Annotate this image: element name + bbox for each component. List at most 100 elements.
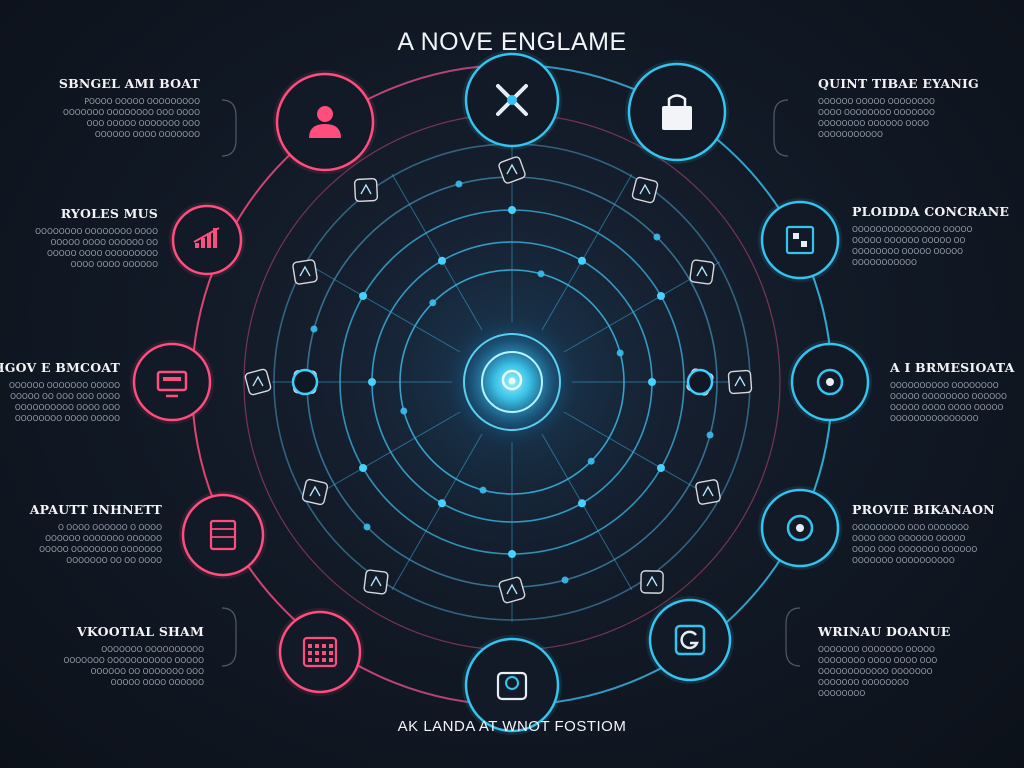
inner-badge-icon bbox=[353, 177, 379, 203]
node-user bbox=[273, 70, 377, 174]
label-text-line: OOOOO OO OOO OOO OOOO bbox=[10, 392, 120, 401]
connection-dot bbox=[508, 550, 516, 558]
connection-dot bbox=[653, 233, 661, 241]
label-heading: SBNGEL AMI BOAT bbox=[58, 76, 200, 91]
spoke bbox=[303, 261, 461, 353]
inner-badge-icon bbox=[640, 570, 664, 594]
connection-dot bbox=[429, 299, 437, 307]
label-text-line: OOOOOOOOOO OOOOOOOO bbox=[890, 381, 999, 390]
right-label-block: WRINAU DOANUE OOOOOOO OOOOOOO OOOOO OOOOOO… bbox=[818, 624, 1008, 699]
label-text-line: OOOOO OOOOOOOO OOOOOO bbox=[890, 392, 1007, 401]
label-text-line: OOOOOO OO OOOOOOO OOO bbox=[90, 667, 204, 676]
label-heading: APAUTT INHNETT bbox=[29, 502, 162, 517]
connection-dots bbox=[310, 180, 714, 584]
label-heading: VKOOTIAL SHAM bbox=[77, 624, 204, 639]
label-text-line: OOOOOOOOOOOO OOOOOOO bbox=[818, 667, 933, 676]
connection-dot bbox=[587, 457, 595, 465]
connection-dot bbox=[479, 486, 487, 494]
left-label-block: VKOOTIAL SHAM OOOOOOO OOOOOOOOOO OOOOOOO O… bbox=[14, 624, 204, 688]
core-inner-ring bbox=[481, 351, 543, 413]
inner-badge-icon bbox=[292, 259, 318, 285]
core-pupil bbox=[508, 377, 516, 385]
label-heading: PLOIDDA CONCRANE bbox=[852, 204, 1010, 219]
label-text-line: OOOOOOOO OOOOO OOOOO bbox=[852, 247, 964, 256]
connection-dot bbox=[438, 499, 446, 508]
dashboard-icon bbox=[785, 225, 815, 255]
label-text-line: OOOOOOOOO OOO OOOOOOO bbox=[852, 523, 969, 532]
node-bar-chart bbox=[169, 202, 245, 278]
label-text-line: OOOOOOO OOOOOOOOOO bbox=[852, 556, 955, 565]
label-text-line: OOOOO OOOO OOOOOO bbox=[110, 678, 204, 687]
label-text-line: OOOO OOOOOOOO OOOOOOO bbox=[818, 108, 935, 117]
node-dashboard bbox=[758, 198, 842, 282]
gear-puzzle-icon bbox=[816, 368, 844, 396]
label-heading: PROVIE BIKANAON bbox=[852, 502, 995, 517]
label-heading: QUINT TIBAE EYANIG bbox=[818, 76, 979, 91]
bar-chart-icon bbox=[193, 227, 220, 248]
connection-dot bbox=[578, 256, 586, 265]
label-text-line: OOOOOO OOOOO OOOOOOOO bbox=[818, 97, 935, 106]
robot-icon bbox=[496, 671, 528, 701]
connection-dot bbox=[537, 270, 545, 278]
shopping-bag-icon bbox=[662, 94, 692, 130]
node-tools bbox=[462, 50, 562, 150]
node-gear-puzzle bbox=[788, 340, 872, 424]
settings-flower-icon bbox=[786, 514, 814, 542]
inner-badge-icon bbox=[498, 156, 526, 184]
connection-dot bbox=[616, 349, 624, 357]
right-label-block: PLOIDDA CONCRANE OOOOOOOOOOOOOOO OOOOO OOO… bbox=[852, 204, 1024, 268]
label-text-line: OOOOOO OOOOOOO OOOOO bbox=[8, 381, 120, 390]
inner-badge-icon bbox=[498, 576, 526, 604]
inner-badge-icon bbox=[363, 569, 389, 595]
label-text-line: OOOOOOOOOOOOOOO OOOOO bbox=[852, 225, 973, 234]
left-label-block: SBNGEL AMI BOAT POOOO OOOOO OOOOOOOOO OOOO… bbox=[10, 76, 200, 140]
label-text-line: OOOOOOOOOOOOOOO bbox=[890, 414, 979, 423]
connection-dot bbox=[310, 325, 318, 333]
right-label-block: QUINT TIBAE EYANIG OOOOOO OOOOO OOOOOOOO O… bbox=[818, 76, 1008, 140]
label-text-line: OOOOOOO OOOOOOOOOO bbox=[101, 645, 204, 654]
label-text-line: OOO OOOOO OOOOOOO OOO bbox=[86, 119, 200, 128]
node-cabinet bbox=[179, 491, 267, 579]
connection-dot bbox=[578, 499, 586, 508]
label-text-line: OOOOOOOOOO OOOO OOO bbox=[14, 403, 120, 412]
user-icon bbox=[309, 106, 341, 138]
label-text-line: OOOO OOO OOOOOO OOOOO bbox=[852, 534, 966, 543]
label-text-line: OOOOOOOO OOOO OOOO OOO bbox=[818, 656, 938, 665]
label-text-line: OOOOO OOOOOO OOOOO OO bbox=[852, 236, 966, 245]
connection-dot bbox=[648, 378, 656, 386]
inner-ring-icon bbox=[686, 368, 714, 396]
label-text-line: OOOOO OOOO OOOOOOOOO bbox=[46, 249, 158, 258]
label-text-line: OOOOOOOO OOOO OOOOO bbox=[14, 414, 120, 423]
node-shopping-bag bbox=[625, 60, 729, 164]
label-text-line: OOOOOOO OOOOOOOO OOO OOOO bbox=[62, 108, 200, 117]
label-text-line: OOOOOOOOOOO bbox=[818, 130, 883, 139]
inner-ring-icon bbox=[291, 368, 319, 396]
connection-dot bbox=[438, 256, 446, 265]
connection-dot bbox=[656, 292, 665, 300]
label-text-line: OOOOOOOO OOOOOO OOOO bbox=[818, 119, 930, 128]
label-text-line: POOOO OOOOO OOOOOOOOO bbox=[84, 97, 200, 106]
monitor-icon bbox=[156, 370, 188, 398]
label-text-line: OOOOO OOOOOOOO OOOOOOO bbox=[39, 545, 162, 554]
inner-icon-ring bbox=[244, 156, 753, 604]
connection-dot bbox=[561, 576, 569, 584]
spoke bbox=[303, 411, 461, 503]
connection-dot bbox=[508, 206, 516, 214]
label-heading: CHGOV E BMCOAT bbox=[0, 360, 120, 375]
label-text-line: OOOOOOO OOOOOOOOOOO OOOOO bbox=[63, 656, 204, 665]
label-text-line: OOOOO OOOO OOOOOO OO bbox=[50, 238, 158, 247]
label-text-line: OOOOOOO OOOOOOO OOOOO bbox=[818, 645, 935, 654]
label-heading: WRINAU DOANUE bbox=[818, 624, 951, 639]
label-text-line: OOOOOOOOOOO bbox=[852, 258, 917, 267]
spoke bbox=[563, 411, 721, 503]
connection-dot bbox=[359, 292, 368, 300]
tools-icon bbox=[496, 84, 528, 116]
right-label-block: PROVIE BIKANAON OOOOOOOOO OOO OOOOOOO OOOO… bbox=[852, 502, 1024, 566]
label-heading: RYOLES MUS bbox=[60, 206, 158, 221]
inner-badge-icon bbox=[631, 176, 659, 204]
feature-nodes bbox=[130, 50, 872, 735]
spoke bbox=[391, 433, 483, 591]
spoke-lines bbox=[272, 142, 752, 622]
label-text-line: OOOO OOO OOOOOOO OOOOOO bbox=[852, 545, 978, 554]
inner-badge-icon bbox=[301, 478, 329, 506]
